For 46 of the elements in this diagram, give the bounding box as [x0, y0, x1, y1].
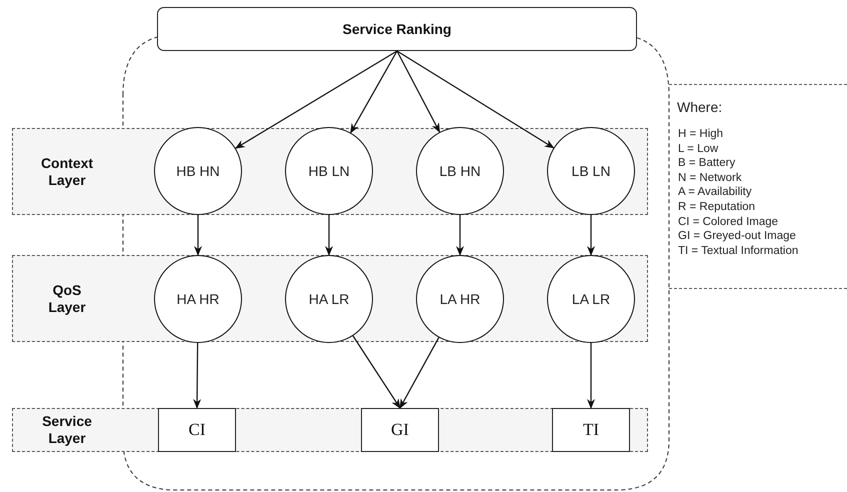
arrow: [352, 336, 401, 409]
arrow: [234, 50, 398, 149]
arrow: [350, 50, 398, 134]
arrow: [396, 50, 440, 133]
node-label: TI: [582, 420, 600, 440]
arrow: [325, 215, 333, 256]
service-box: [158, 408, 236, 452]
layer-label: Service Layer: [41, 413, 93, 447]
node-label: CI: [188, 420, 206, 440]
node-label: HB HN: [176, 163, 220, 179]
legend-entry: GI = Greyed-out Image: [678, 229, 797, 244]
layer-label: Context Layer: [40, 154, 94, 188]
layer-label: QoS Layer: [47, 282, 87, 316]
legend-entry: B = Battery: [678, 156, 736, 171]
legend-entry: L = Low: [678, 142, 720, 156]
arrow: [399, 337, 440, 409]
legend-entry: CI = Colored Image: [678, 214, 780, 230]
arrow: [194, 215, 202, 256]
arrow: [587, 215, 595, 256]
node-label: HA LR: [308, 291, 350, 307]
legend-heading: Where:: [677, 99, 724, 115]
node-label: GI: [391, 420, 409, 440]
state-circle: [547, 127, 635, 215]
legend-entry: H = High: [678, 127, 724, 142]
layer-band: [12, 128, 648, 215]
arrow: [456, 215, 464, 256]
legend-entry: TI = Textual Information: [678, 244, 800, 258]
node-label: LA HR: [440, 291, 480, 307]
layer-band: [12, 408, 648, 452]
node-label: HB LN: [308, 163, 350, 179]
legend-entry: A = Availability: [678, 185, 753, 200]
ranking-box: [157, 7, 637, 51]
title-text: Service Ranking: [342, 21, 452, 37]
arrow: [193, 343, 202, 409]
node-label: LB HN: [439, 163, 481, 179]
service-box: [552, 408, 630, 452]
node-label: LA LR: [572, 291, 610, 307]
node-label: LB LN: [572, 163, 610, 179]
state-circle: [154, 127, 242, 215]
legend-entry: N = Network: [678, 170, 743, 186]
node-label: HA HR: [176, 291, 220, 307]
legend-entry: R = Reputation: [678, 200, 756, 215]
layer-band: [12, 255, 648, 342]
arrow: [587, 343, 595, 409]
arrow: [396, 50, 554, 148]
service-box: [361, 408, 439, 452]
